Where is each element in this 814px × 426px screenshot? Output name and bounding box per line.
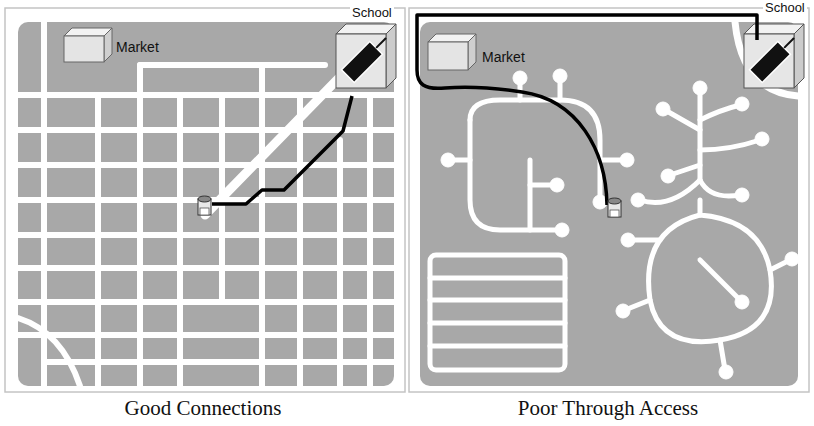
cul-de-sac-neighbourhood-part-part (698, 200, 703, 215)
cul-de-sac-neighbourhood-part-part (441, 153, 455, 167)
cul-de-sac-neighbourhood-part (441, 69, 799, 379)
grid-neighbourhood-part-part (337, 140, 343, 386)
panel-caption: Poor Through Access (405, 396, 811, 420)
grid-neighbourhood-part-part (18, 92, 394, 98)
grid-neighbourhood-part-part (18, 162, 394, 168)
cul-de-sac-neighbourhood-part-part (430, 344, 565, 349)
cul-de-sac-neighbourhood-part-part (700, 180, 740, 196)
cul-de-sac-neighbourhood-part-part (550, 178, 564, 192)
home-icon-part (198, 196, 211, 202)
home-icon-part (610, 210, 619, 217)
school-building-part (341, 32, 392, 83)
grid-neighbourhood-part-part (18, 232, 394, 238)
cul-de-sac-neighbourhood-part-part (640, 180, 700, 203)
grid-neighbourhood-part-part (177, 95, 183, 386)
cul-de-sac-neighbourhood-part-part (430, 321, 565, 326)
grid-neighbourhood-part (18, 22, 394, 386)
cul-de-sac-neighbourhood-part-part (661, 169, 675, 183)
market-building-part (468, 34, 476, 70)
cul-de-sac-neighbourhood-part-part (735, 188, 749, 202)
grid-neighbourhood-part-part (95, 95, 101, 386)
cul-de-sac-neighbourhood-part-part (735, 295, 749, 309)
grid-neighbourhood-part-part (297, 95, 303, 386)
school-building-part (744, 34, 794, 88)
home-icon (198, 196, 211, 215)
cul-de-sac-neighbourhood-part-part (621, 233, 635, 247)
place-label: School (350, 5, 394, 22)
cul-de-sac-neighbourhood-part-part (430, 255, 565, 370)
home-icon (608, 198, 621, 217)
grid-neighbourhood-part-part (18, 318, 80, 386)
cul-de-sac-neighbourhood-part-part (785, 252, 799, 266)
cul-de-sac-neighbourhood-part (430, 22, 798, 370)
grid-neighbourhood-part-part (18, 332, 394, 338)
cul-de-sac-neighbourhood-part-part (755, 132, 769, 146)
cul-de-sac-neighbourhood-part-part (649, 215, 772, 342)
cul-de-sac-neighbourhood-part (420, 22, 798, 386)
cul-de-sac-neighbourhood-part-part (430, 276, 565, 281)
place-label: Market (480, 48, 527, 66)
cul-de-sac-neighbourhood-part-part (719, 365, 733, 379)
cul-de-sac-neighbourhood-part-part (616, 304, 630, 318)
cul-de-sac-neighbourhood-part-part (553, 69, 567, 83)
panel-caption: Good Connections (0, 396, 406, 420)
market-building-part (104, 28, 112, 62)
cul-de-sac-neighbourhood-part-part (593, 195, 607, 209)
route-line (212, 96, 352, 204)
school-building (336, 24, 396, 88)
cul-de-sac-neighbourhood-part-part (555, 223, 569, 237)
place-label: Market (114, 38, 161, 56)
school-building-part (336, 34, 386, 88)
cul-de-sac-neighbourhood-part (409, 8, 809, 392)
school-building (744, 24, 804, 88)
home-icon-part (200, 208, 209, 215)
grid-neighbourhood-part-part (18, 197, 394, 203)
school-building-part (794, 24, 804, 88)
grid-neighbourhood-part (5, 8, 405, 392)
market-building-part (428, 42, 468, 70)
cul-de-sac-neighbourhood-part-part (470, 120, 560, 230)
cul-de-sac-neighbourhood-part-part (700, 105, 740, 120)
cul-de-sac-neighbourhood-part-part (528, 160, 533, 230)
cul-de-sac-neighbourhood-part-part (665, 110, 700, 130)
grid-neighbourhood (5, 8, 405, 392)
market-building-part (64, 36, 104, 62)
grid-neighbourhood-part-part (140, 62, 325, 68)
cul-de-sac-neighbourhood-part-part (430, 298, 565, 303)
cul-de-sac-neighbourhood-part-part (470, 100, 600, 200)
grid-neighbourhood-part-part (18, 299, 394, 305)
grid-neighbourhood-part-part (18, 265, 394, 271)
school-building-part (386, 24, 396, 88)
school-building-part-part (784, 38, 794, 48)
cul-de-sac-neighbourhood-part-part (700, 140, 760, 150)
cul-de-sac-neighbourhood-part-part (693, 81, 707, 95)
cul-de-sac-neighbourhood-part-part (700, 260, 740, 300)
cul-de-sac-neighbourhood (409, 8, 809, 392)
market-building (64, 28, 112, 62)
cul-de-sac-neighbourhood-part-part (620, 153, 634, 167)
cul-de-sac-neighbourhood-part-part (656, 102, 670, 116)
place-label: School (763, 0, 807, 17)
grid-neighbourhood-part-part (18, 127, 394, 133)
grid-neighbourhood-part (18, 22, 394, 386)
market-building (428, 34, 476, 70)
cul-de-sac-neighbourhood-part-part (735, 97, 749, 111)
home-icon-part (608, 198, 621, 204)
grid-neighbourhood-part-part (44, 359, 394, 365)
cul-de-sac-neighbourhood-part-part (631, 193, 645, 207)
school-building-part-part (376, 38, 386, 48)
cul-de-sac-neighbourhood-part-part (513, 71, 527, 85)
grid-neighbourhood-part-part (367, 95, 373, 386)
route-line (417, 15, 757, 205)
